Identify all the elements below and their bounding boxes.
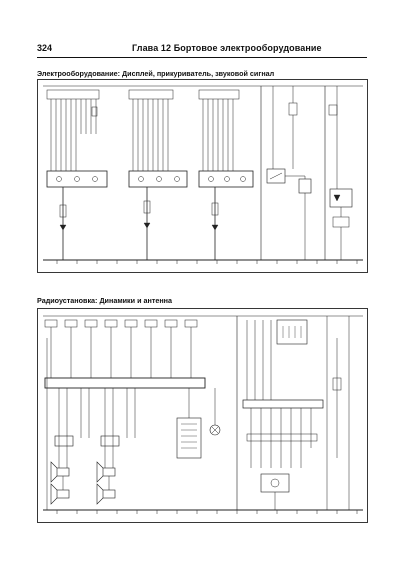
figure-caption-2: Радиоустановка: Динамики и антенна xyxy=(37,296,173,305)
page-header: 324 Глава 12 Бортовое электрооборудовани… xyxy=(37,43,367,58)
figure-caption-1: Электрооборудование: Дисплей, прикуриват… xyxy=(37,69,275,78)
page-number: 324 xyxy=(37,43,53,53)
chapter-title: Глава 12 Бортовое электрооборудование xyxy=(132,43,322,53)
wiring-diagram-speakers-antenna xyxy=(37,308,368,523)
wiring-diagram-display-lighter-horn xyxy=(37,79,368,273)
